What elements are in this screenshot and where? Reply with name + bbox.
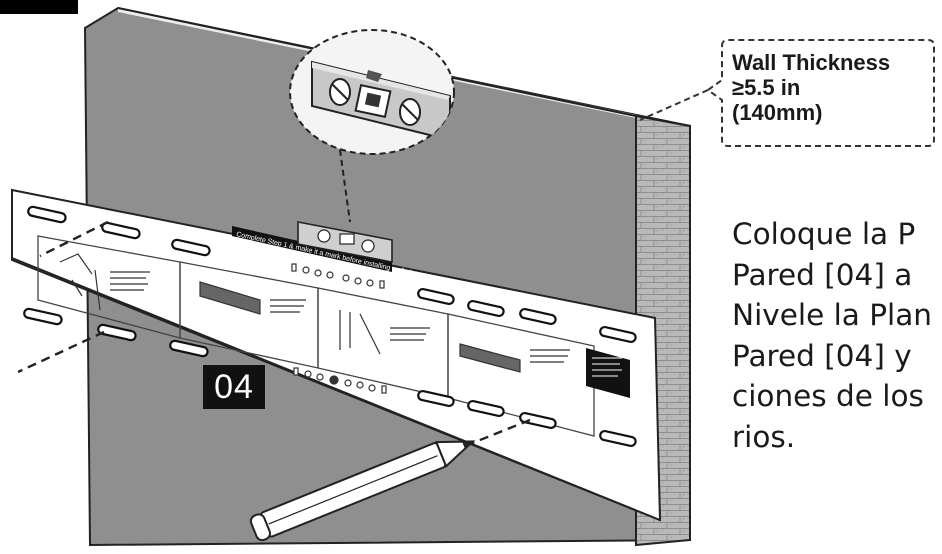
wall-thickness-callout-frame [639,39,935,147]
callout-line: ≥5.5 in [732,75,801,100]
bubble-level-icon [297,221,393,263]
pencil-icon [249,440,476,542]
instruction-line: rios. [732,419,796,454]
corner-tab [0,0,78,14]
wall-plate-template: Complete Step 1 & make it a mark before … [11,188,662,522]
instruction-line: Nivele la Plan [732,298,933,332]
instruction-line: Pared [04] y [732,338,912,373]
instruction-text: Coloque la P Pared [04] a Nivele la Plan… [732,214,942,457]
callout-line: Wall Thickness [732,50,891,75]
instruction-line: Coloque la P [732,217,916,251]
callout-line: (140mm) [732,100,823,125]
instruction-line: ciones de los [732,379,924,413]
guide-lines [17,220,531,454]
magnified-level-bubble [289,29,455,223]
instruction-line: Pared [04] a [732,257,913,292]
part-label-04: 04 [203,365,265,409]
wall-thickness-callout: Wall Thickness ≥5.5 in (140mm) [732,50,942,125]
